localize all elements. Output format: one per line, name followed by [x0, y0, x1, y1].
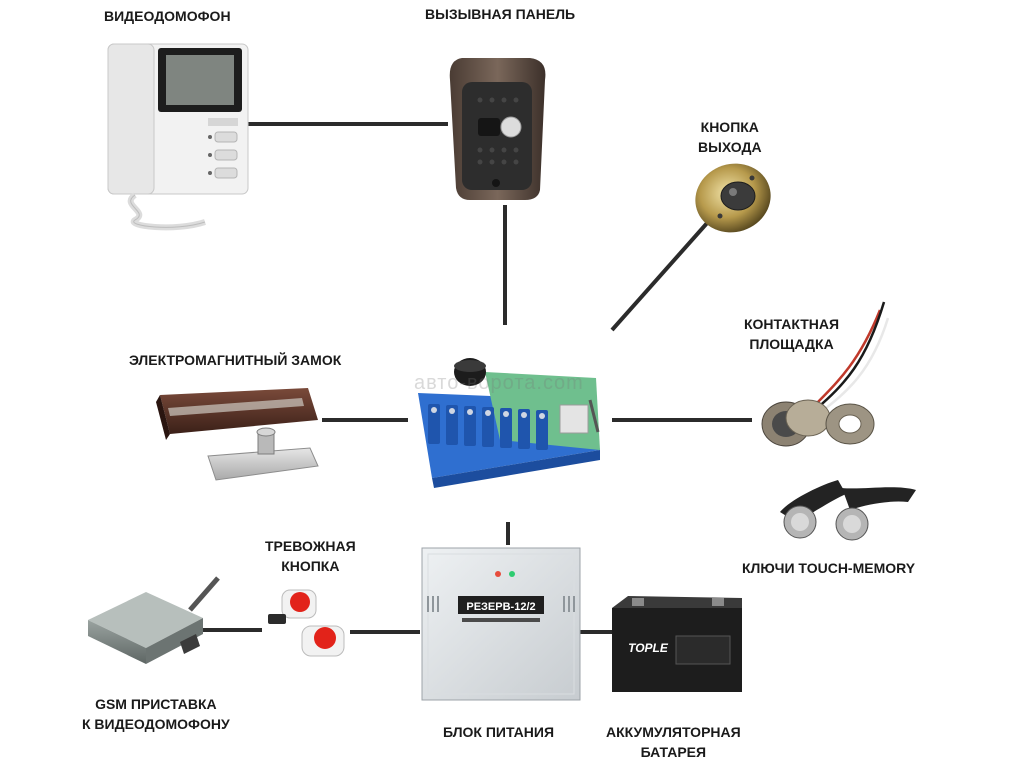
label-battery: АККУМУЛЯТОРНАЯ БАТАРЕЯ [606, 722, 741, 762]
label-contact-pad-line1: КОНТАКТНАЯ [744, 316, 840, 332]
label-call-panel: ВЫЗЫВНАЯ ПАНЕЛЬ [425, 4, 575, 24]
alarm-buttons-device [268, 589, 345, 657]
label-video-intercom-text: ВИДЕОДОМОФОН [104, 8, 231, 24]
call-panel [449, 58, 546, 200]
label-gsm-line1: GSM ПРИСТАВКА [95, 696, 217, 712]
psu-model-text: РЕЗЕРВ-12/2 [466, 601, 535, 613]
label-gsm: GSM ПРИСТАВКА К ВИДЕОДОМОФОНУ [82, 694, 230, 734]
touch-memory-keys [780, 480, 916, 541]
gsm-module-device [88, 576, 220, 664]
watermark-text: авто-ворота.com [414, 372, 584, 394]
label-video-intercom: ВИДЕОДОМОФОН [104, 6, 231, 26]
label-alarm-button-line2: КНОПКА [281, 558, 340, 574]
label-exit-button-line2: ВЫХОДА [698, 139, 762, 155]
label-gsm-line2: К ВИДЕОДОМОФОНУ [82, 716, 230, 732]
label-alarm-button-line1: ТРЕВОЖНАЯ [265, 538, 356, 554]
contact-pad-device [761, 301, 890, 447]
wire-exit-controller [610, 220, 710, 332]
label-call-panel-text: ВЫЗЫВНАЯ ПАНЕЛЬ [425, 6, 576, 22]
video-intercom [107, 43, 249, 231]
label-alarm-button: ТРЕВОЖНАЯ КНОПКА [265, 536, 356, 576]
power-supply-device: РЕЗЕРВ-12/2 [421, 547, 581, 701]
battery-device: TOPLE [612, 596, 742, 692]
label-em-lock: ЭЛЕКТРОМАГНИТНЫЙ ЗАМОК [129, 350, 341, 370]
label-psu-text: БЛОК ПИТАНИЯ [443, 724, 555, 740]
label-contact-pad: КОНТАКТНАЯ ПЛОЩАДКА [744, 314, 839, 354]
label-exit-button: КНОПКА ВЫХОДА [698, 117, 762, 157]
em-lock-device [156, 388, 319, 481]
access-controller [418, 358, 600, 488]
exit-button-device [695, 163, 771, 233]
label-battery-line1: АККУМУЛЯТОРНАЯ [606, 724, 741, 740]
label-em-lock-text: ЭЛЕКТРОМАГНИТНЫЙ ЗАМОК [129, 352, 342, 368]
label-exit-button-line1: КНОПКА [700, 119, 759, 135]
label-touch-memory-text: КЛЮЧИ TOUCH-MEMORY [742, 560, 916, 576]
battery-brand-text: TOPLE [628, 641, 669, 655]
wires [203, 122, 752, 634]
label-contact-pad-line2: ПЛОЩАДКА [749, 336, 834, 352]
label-touch-memory: КЛЮЧИ TOUCH-MEMORY [742, 558, 915, 578]
label-battery-line2: БАТАРЕЯ [640, 744, 707, 760]
label-psu: БЛОК ПИТАНИЯ [443, 722, 554, 742]
